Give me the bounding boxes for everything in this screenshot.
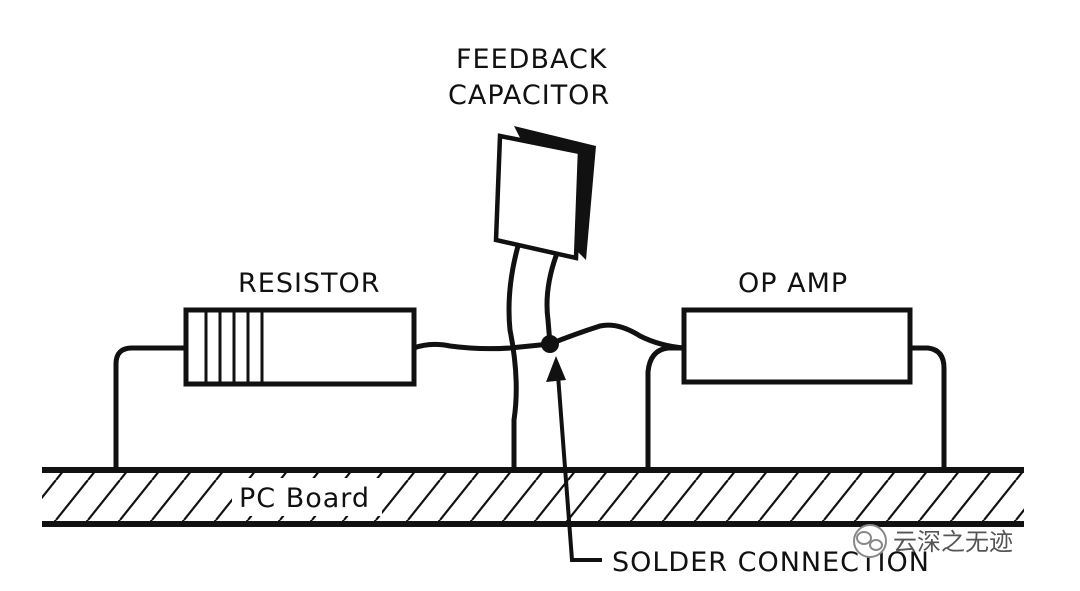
feedback-capacitor: FEEDBACK CAPACITOR xyxy=(448,44,610,261)
resistor: RESISTOR xyxy=(183,268,417,387)
op-amp: OP AMP xyxy=(681,268,913,385)
watermark: 云深之无迹 xyxy=(853,524,1013,558)
feedback-capacitor-label-line2: CAPACITOR xyxy=(448,80,610,111)
solder-joint xyxy=(541,335,559,353)
pc-board-label: PC Board xyxy=(239,483,370,514)
resistor-label: RESISTOR xyxy=(238,268,381,299)
feedback-capacitor-label-line1: FEEDBACK xyxy=(456,44,608,75)
arrow-head xyxy=(546,356,566,382)
op-amp-label: OP AMP xyxy=(738,268,848,299)
watermark-text: 云深之无迹 xyxy=(893,528,1013,556)
wires xyxy=(113,243,947,473)
pc-board: PC Board xyxy=(42,467,1024,527)
wechat-icon xyxy=(853,524,887,558)
